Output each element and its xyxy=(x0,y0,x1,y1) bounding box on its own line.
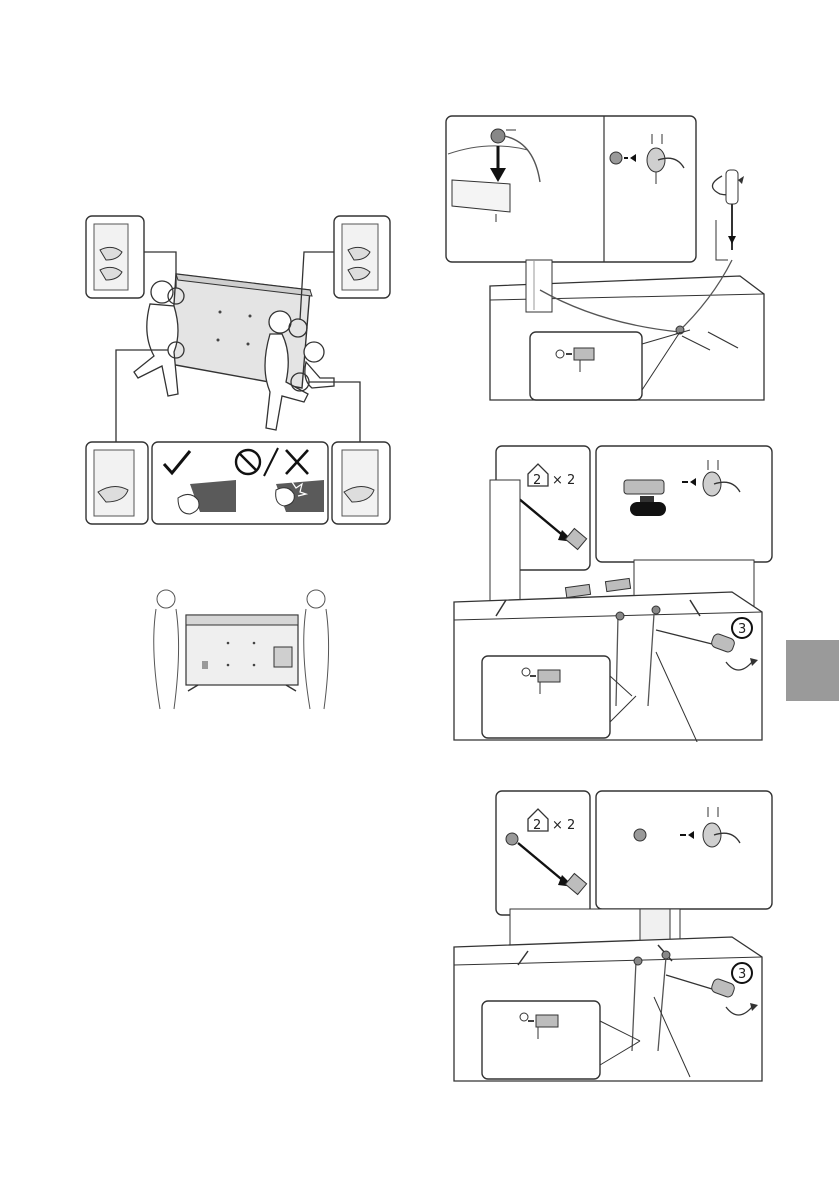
tv-rear xyxy=(186,615,298,691)
handling-do-dont-panel xyxy=(152,442,328,524)
person-left xyxy=(134,281,178,396)
part-number: 2 xyxy=(533,818,541,833)
inset-hand-bottom-right xyxy=(332,442,390,524)
quantity-label: × 2 xyxy=(552,473,575,488)
figure-attach-strap-to-tv-1: 2 × 2 xyxy=(440,440,776,742)
step-number: 3 xyxy=(738,967,746,982)
screwdriver-icon xyxy=(712,170,744,250)
inset-hand-top-left xyxy=(86,216,144,298)
step-badge: 3 xyxy=(732,963,752,983)
figure-attach-strap-to-stand xyxy=(440,110,776,408)
chapter-side-tab xyxy=(786,640,839,701)
quantity-label: × 2 xyxy=(552,818,575,833)
inset-bolt-x2: 2 × 2 xyxy=(496,791,590,915)
inset-strap-hook xyxy=(446,116,696,262)
inset-bolt-hook xyxy=(596,446,772,562)
inset-hand-bottom-left xyxy=(86,442,148,524)
part-number: 2 xyxy=(533,473,541,488)
figure-carry-tv-two-people xyxy=(80,212,392,530)
figure-attach-strap-to-tv-2: 2 × 2 3 xyxy=(440,785,776,1083)
inset-hand-top-right xyxy=(334,216,390,298)
tv-panel-back xyxy=(170,274,312,388)
step-number: 3 xyxy=(738,622,746,637)
step-badge: 3 xyxy=(732,618,752,638)
inset-hole-hook xyxy=(596,791,772,909)
figure-carry-tv-rear-view xyxy=(150,585,332,711)
